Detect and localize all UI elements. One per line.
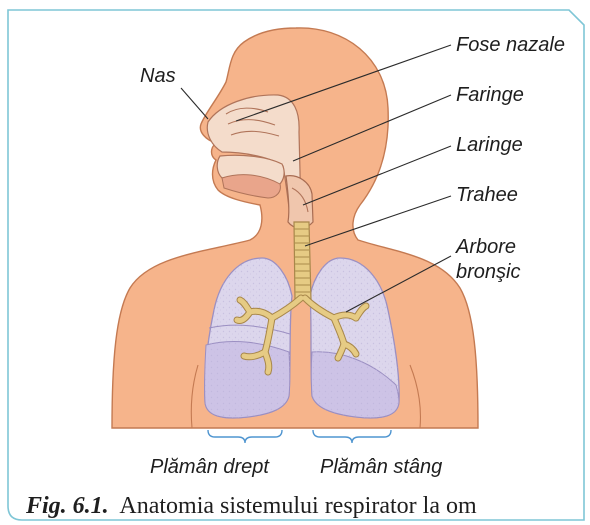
- leader-line-nas: [181, 88, 208, 119]
- label-faringe: Faringe: [456, 84, 524, 106]
- bracket-plaman-drept: [208, 430, 282, 443]
- label-nas: Nas: [140, 65, 176, 87]
- label-laringe: Laringe: [456, 134, 523, 156]
- label-arbore-bronsic: Arbore bronşic: [455, 236, 522, 283]
- label-arbore-line-2: bronşic: [456, 261, 520, 283]
- label-plaman-drept: Plămân drept: [150, 456, 270, 478]
- trachea: [294, 222, 311, 300]
- label-trahee: Trahee: [456, 184, 518, 206]
- label-plaman-stang: Plămân stâng: [320, 456, 442, 478]
- figure-caption: Fig. 6.1. Anatomia sistemului respirator…: [25, 493, 477, 519]
- bracket-plaman-stang: [313, 430, 391, 443]
- label-arbore-line-1: Arbore: [455, 236, 516, 258]
- figure-caption-text: Anatomia sistemului respirator la om: [119, 493, 477, 519]
- label-fose-nazale: Fose nazale: [456, 34, 565, 56]
- figure-number: Fig. 6.1.: [25, 493, 109, 519]
